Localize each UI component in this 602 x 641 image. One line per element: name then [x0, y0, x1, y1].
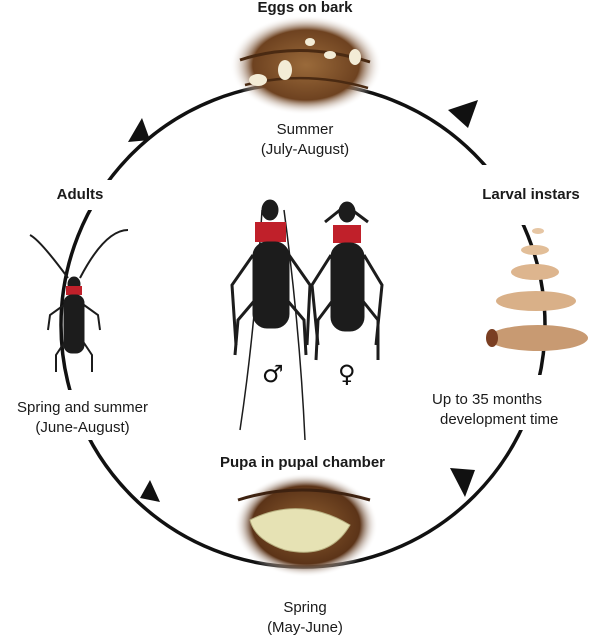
larva [488, 325, 588, 351]
female-symbol: ♀ [338, 360, 356, 388]
male-symbol: ♂ [262, 360, 284, 388]
larva [496, 291, 576, 311]
arrow-left-top [128, 118, 150, 142]
arrow-right-top [448, 100, 478, 128]
egg [305, 38, 315, 46]
stage-season-adults: Spring and summer [17, 399, 148, 416]
stage-title-eggs: Eggs on bark [257, 0, 353, 16]
pupa [249, 508, 351, 553]
stage-months-adults: (June-August) [35, 419, 130, 436]
stage-title-larvae: Larval instars [482, 186, 580, 203]
stage-season-pupa: Spring [283, 599, 327, 616]
larva [511, 264, 559, 280]
arrow-left-bottom [140, 480, 160, 502]
larval-instars-image [486, 228, 588, 351]
stage-duration-larvae-2: development time [440, 411, 559, 428]
egg [278, 60, 292, 80]
adult-beetle-left [29, 229, 129, 372]
larva [521, 245, 549, 255]
egg [249, 74, 267, 86]
stage-duration-larvae: Up to 35 months [432, 391, 543, 408]
stage-title-adults: Adults [56, 186, 104, 203]
arrow-right-bottom [450, 468, 475, 497]
pupa-chamber-image [234, 473, 378, 577]
larva [532, 228, 544, 234]
stage-months-eggs: (July-August) [260, 141, 350, 158]
eggs-on-bark-image [230, 15, 382, 115]
female-beetle [310, 201, 384, 361]
egg [324, 51, 336, 59]
stage-season-eggs: Summer [276, 121, 334, 138]
male-beetle [230, 199, 312, 441]
egg [349, 49, 361, 65]
stage-months-pupa: (May-June) [267, 619, 343, 636]
stage-title-pupa: Pupa in pupal chamber [219, 454, 386, 471]
